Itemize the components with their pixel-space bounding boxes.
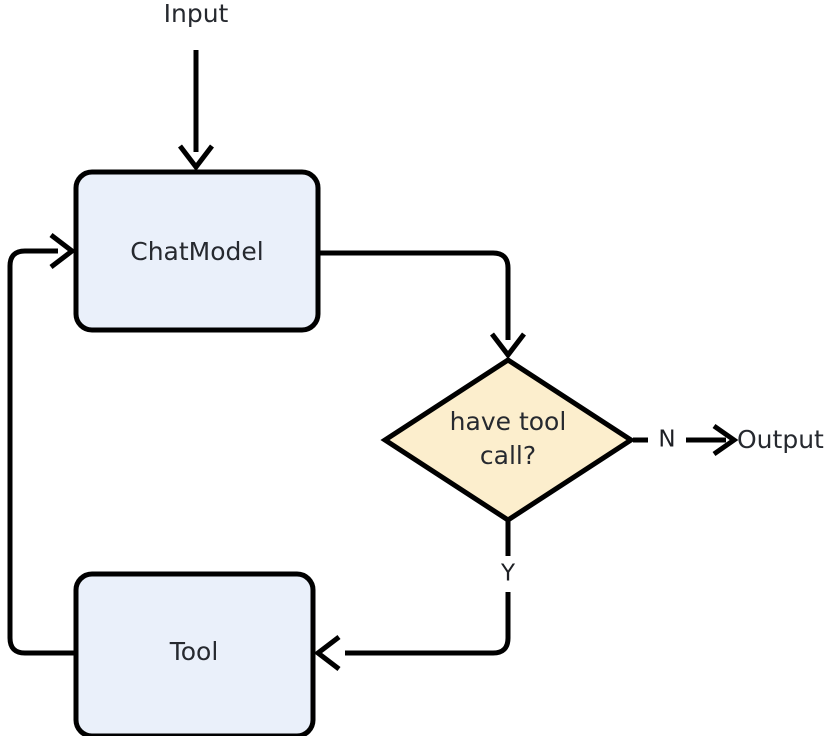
output-label: Output [737,425,824,454]
edge-chatmodel-to-decision [318,250,526,360]
edge-line [318,250,511,340]
edge-label-yes: Y [500,561,516,587]
node-decision[interactable]: have tool call? [380,357,636,523]
decision-label-line2: call? [480,441,536,470]
edge-tool-to-chatmodel [7,233,77,656]
tool-box[interactable] [73,571,316,736]
node-chatmodel[interactable]: ChatModel [73,169,321,333]
chatmodel-label: ChatModel [130,237,263,266]
arrow-head-right-icon [712,423,739,457]
arrow-head-left-icon [313,635,341,671]
edge-decision-yes-to-tool: Y [313,521,516,671]
edge-label-no: N [658,427,675,453]
input-label: Input [164,0,229,28]
node-input: Input [164,0,229,28]
tool-label: Tool [169,637,219,666]
decision-label-line1: have tool [450,407,567,436]
arrow-head-down-icon [490,332,526,360]
edge-decision-no-to-output: N [633,423,739,457]
arrow-head-right-icon [49,233,77,269]
edge-line [7,248,76,656]
decision-diamond[interactable] [380,357,636,523]
arrow-head-down-icon [178,144,214,172]
node-tool[interactable]: Tool [73,571,316,736]
edge-input-to-chatmodel [178,50,214,172]
edge-line-lower [345,592,511,656]
node-output: Output [737,425,824,454]
